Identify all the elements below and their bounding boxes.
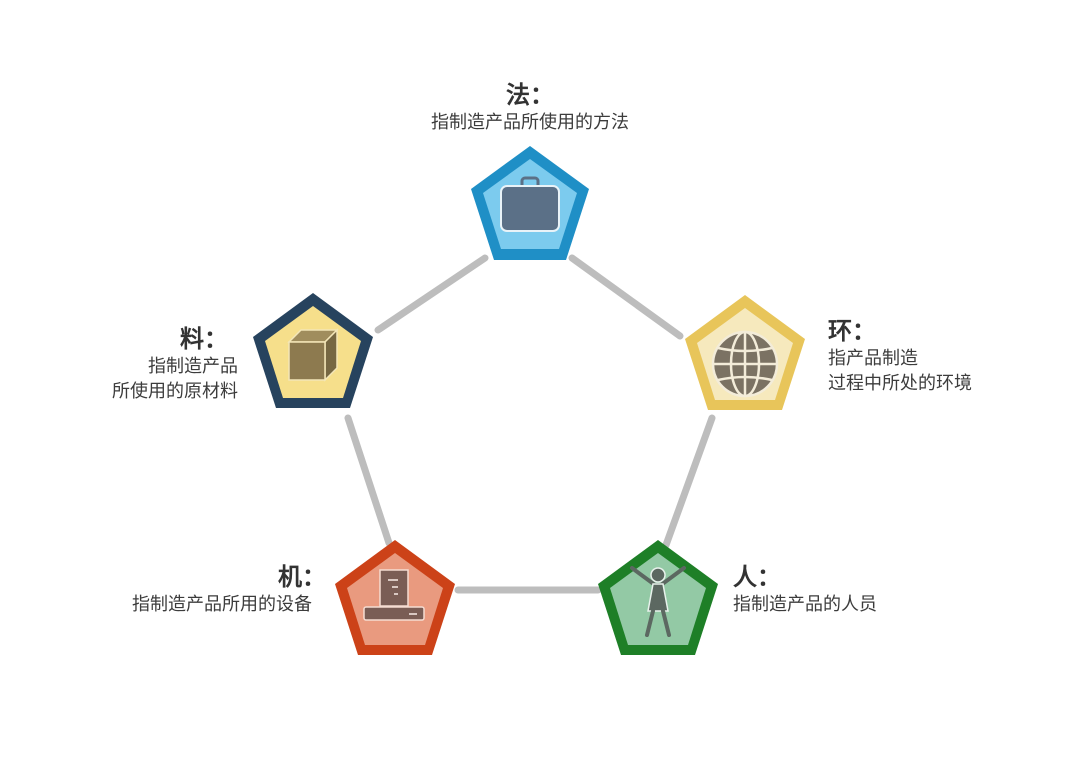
connector-lines: [344, 254, 716, 594]
node-machine: [335, 540, 455, 655]
machine-desc: 指制造产品所用的设备: [132, 594, 312, 615]
node-man: [598, 540, 718, 655]
man-desc: 指制造产品的人员: [733, 594, 877, 615]
method-desc: 指制造产品所使用的方法: [431, 112, 629, 133]
briefcase-icon: [500, 176, 560, 232]
box-icon: [287, 328, 339, 382]
label-material: 料： 指制造产品 所使用的原材料: [60, 324, 238, 404]
environment-desc-line1: 指产品制造: [828, 348, 918, 369]
material-desc-line2: 所使用的原材料: [112, 381, 238, 402]
label-environment: 环： 指产品制造 过程中所处的环境: [828, 316, 1068, 396]
material-title: 料：: [180, 324, 228, 353]
environment-title: 环：: [828, 316, 876, 345]
label-machine: 机： 指制造产品所用的设备: [40, 562, 330, 617]
computer-icon: [363, 569, 425, 621]
man-title: 人：: [733, 562, 781, 591]
globe-icon: [711, 330, 779, 398]
material-desc-line1: 指制造产品: [148, 356, 238, 377]
method-title: 法：: [506, 80, 554, 109]
person-icon: [630, 566, 686, 637]
machine-title: 机：: [278, 562, 326, 591]
environment-desc-line2: 过程中所处的环境: [828, 373, 972, 394]
node-material: [253, 293, 373, 408]
node-environment: [685, 295, 805, 410]
label-method: 法： 指制造产品所使用的方法: [380, 80, 680, 135]
node-method: [471, 146, 589, 260]
label-man: 人： 指制造产品的人员: [733, 562, 973, 617]
